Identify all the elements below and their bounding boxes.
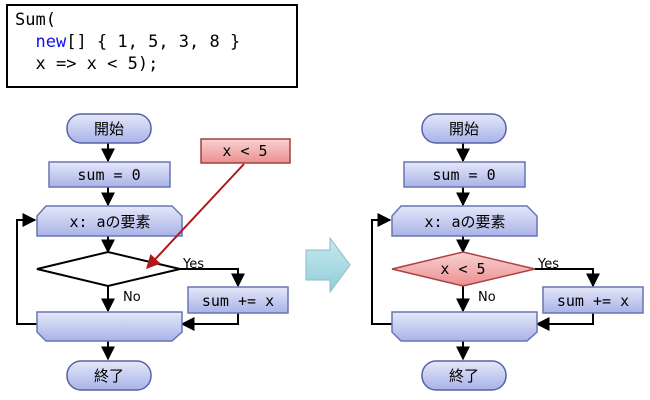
left-action-label: sum += x bbox=[202, 292, 274, 310]
right-loop-start bbox=[391, 205, 538, 237]
right-init-box bbox=[403, 161, 526, 188]
left-end-terminal bbox=[66, 360, 152, 391]
left-action-box bbox=[187, 286, 289, 314]
right-arrow-yes bbox=[535, 268, 600, 288]
lambda-label: x < 5 bbox=[222, 142, 267, 160]
left-arrow-action-merge bbox=[180, 312, 239, 331]
right-init-label: sum = 0 bbox=[432, 166, 495, 184]
right-condition-diamond bbox=[391, 251, 536, 287]
left-start-terminal bbox=[66, 113, 152, 144]
code-keyword-new: new bbox=[35, 32, 67, 52]
left-arrow-yes bbox=[180, 268, 245, 288]
lambda-callout: x < 5 bbox=[146, 138, 291, 270]
right-start-label: 開始 bbox=[449, 120, 479, 138]
transition-arrow bbox=[305, 236, 351, 294]
right-condition-label: x < 5 bbox=[440, 260, 485, 278]
right-no-label: No bbox=[478, 290, 496, 305]
right-action-label: sum += x bbox=[557, 292, 629, 310]
left-start-label: 開始 bbox=[94, 120, 124, 138]
right-start-terminal bbox=[421, 113, 507, 144]
right-end-label: 終了 bbox=[449, 367, 479, 385]
code-snippet: Sum( new[] { 1, 5, 3, 8 } x => x < 5); bbox=[6, 4, 298, 88]
left-end-label: 終了 bbox=[94, 367, 124, 385]
left-no-label: No bbox=[123, 290, 141, 305]
right-arrow-loop-back bbox=[371, 213, 392, 325]
code-line-1: Sum( bbox=[15, 10, 56, 30]
code-line-2: [] { 1, 5, 3, 8 } bbox=[66, 32, 241, 52]
right-loop-end bbox=[391, 311, 538, 342]
left-yes-label: Yes bbox=[182, 257, 204, 272]
right-end-terminal bbox=[421, 360, 507, 391]
left-init-label: sum = 0 bbox=[77, 166, 140, 184]
right-yes-label: Yes bbox=[537, 257, 559, 272]
right-loop-label: x: aの要素 bbox=[424, 213, 505, 231]
code-line-3: x => x < 5); bbox=[35, 54, 159, 74]
left-condition-diamond bbox=[36, 250, 181, 288]
lambda-box bbox=[200, 138, 291, 164]
right-flowchart: 開始 sum = 0 x: aの要素 x < 5 Yes No sum += x… bbox=[371, 113, 644, 391]
right-arrow-action-merge bbox=[535, 312, 594, 331]
left-loop-start bbox=[36, 205, 183, 237]
right-action-box bbox=[542, 286, 644, 314]
left-arrow-loop-back bbox=[16, 213, 37, 325]
lambda-arrow bbox=[146, 163, 245, 270]
left-loop-label: x: aの要素 bbox=[69, 213, 150, 231]
left-init-box bbox=[48, 161, 171, 188]
left-loop-end bbox=[36, 311, 183, 342]
left-flowchart: 開始 sum = 0 x: aの要素 Yes No sum += x 終了 bbox=[16, 113, 289, 391]
